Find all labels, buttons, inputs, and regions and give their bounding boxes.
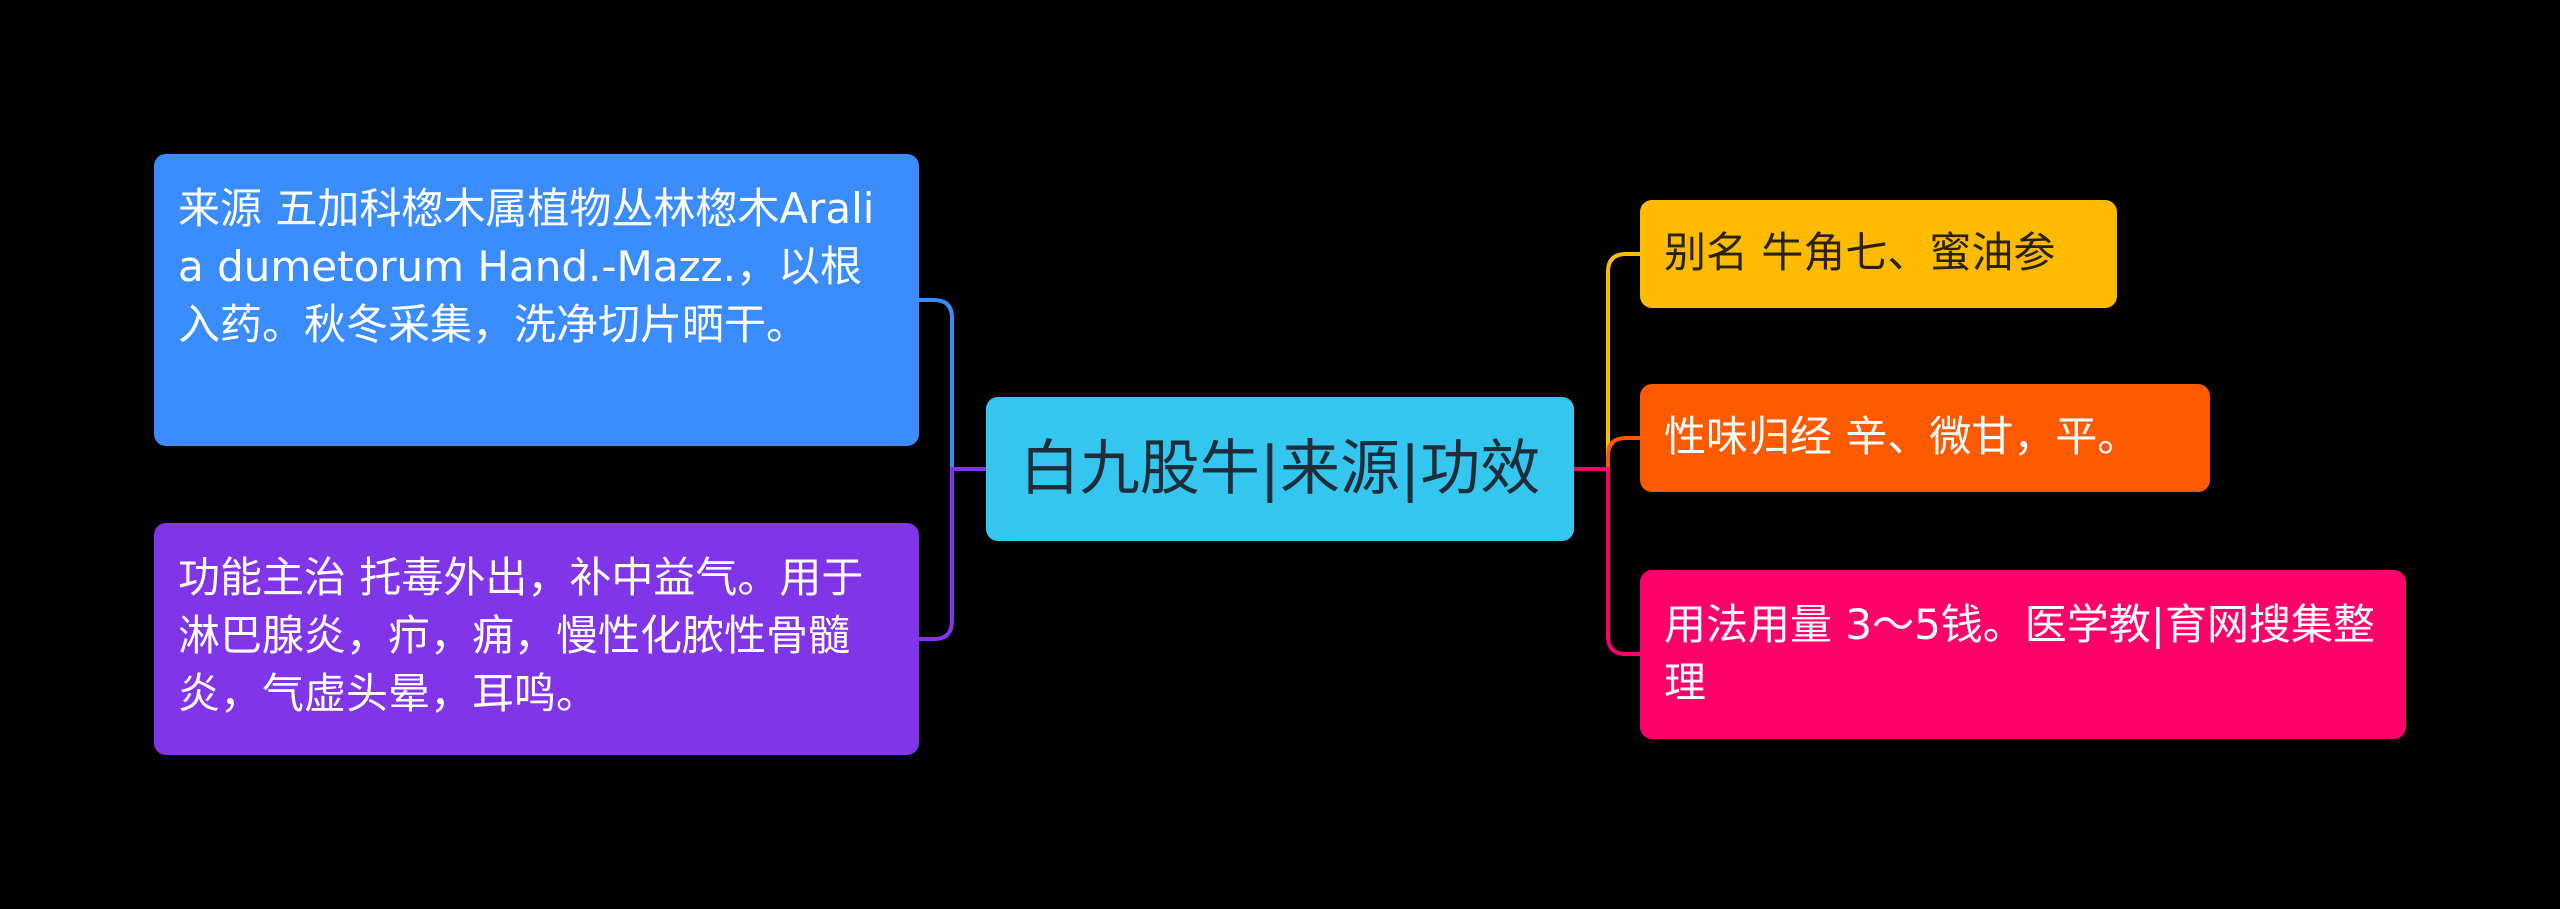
connector-root-to-function (919, 467, 986, 641)
topic-source[interactable]: 来源 五加科楤木属植物丛林楤木Aralia dumetorum Hand.-Ma… (154, 154, 919, 446)
topic-usage-text: 用法用量 3～5钱。医学教|育网搜集整理 (1664, 600, 2375, 707)
central-topic-label: 白九股牛|来源|功效 (1019, 434, 1541, 504)
connector-root-to-usage (1574, 467, 1640, 656)
topic-alias[interactable]: 别名 牛角七、蜜油参 (1640, 200, 2117, 308)
topic-function-text: 功能主治 托毒外出，补中益气。用于淋巴腺炎，疖，痈，慢性化脓性骨髓炎，气虚头晕，… (178, 553, 864, 718)
topic-taste[interactable]: 性味归经 辛、微甘，平。 (1640, 384, 2210, 492)
topic-function[interactable]: 功能主治 托毒外出，补中益气。用于淋巴腺炎，疖，痈，慢性化脓性骨髓炎，气虚头晕，… (154, 523, 919, 755)
connector-root-to-taste (1574, 436, 1640, 471)
topic-usage[interactable]: 用法用量 3～5钱。医学教|育网搜集整理 (1640, 570, 2406, 739)
topic-source-text: 来源 五加科楤木属植物丛林楤木Aralia dumetorum Hand.-Ma… (178, 184, 875, 349)
central-topic[interactable]: 白九股牛|来源|功效 (986, 397, 1574, 541)
connector-root-to-alias (1574, 252, 1640, 471)
topic-taste-text: 性味归经 辛、微甘，平。 (1664, 412, 2140, 461)
topic-alias-text: 别名 牛角七、蜜油参 (1664, 228, 2056, 277)
connector-root-to-source (919, 298, 986, 471)
